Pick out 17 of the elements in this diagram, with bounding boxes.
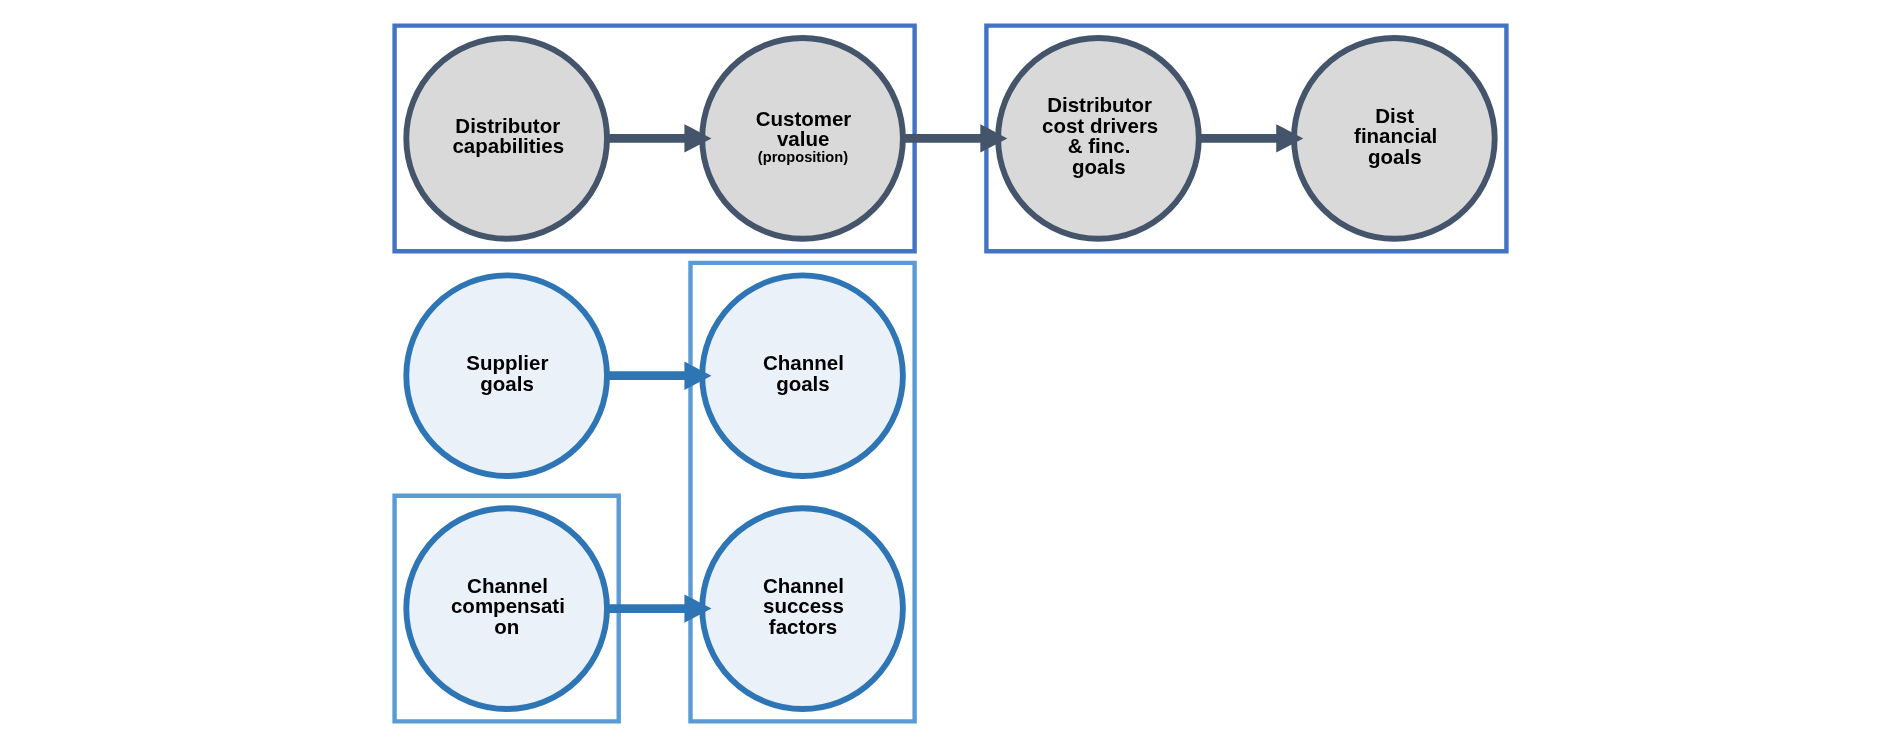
arrow (606, 594, 711, 623)
arrow (1198, 124, 1303, 153)
cluster (983, 23, 1509, 254)
arrow (606, 124, 711, 153)
cluster (391, 493, 621, 724)
cluster (391, 23, 917, 254)
arrow (902, 124, 1007, 153)
cluster (687, 260, 917, 724)
node-circle: Distributor capabilities (402, 35, 610, 242)
node-circle: Customer value (proposition) (698, 35, 906, 242)
node-circle: Supplier goals (402, 272, 610, 479)
node-circle: Channel success factors (698, 505, 906, 712)
arrow (606, 361, 711, 390)
node-circle: Distributor cost drivers & finc. goals (994, 35, 1202, 242)
node-circle: Dist financial goals (1290, 35, 1498, 242)
node-circle: Channel goals (698, 272, 906, 479)
node-circle: Channel compensati on (402, 505, 610, 712)
